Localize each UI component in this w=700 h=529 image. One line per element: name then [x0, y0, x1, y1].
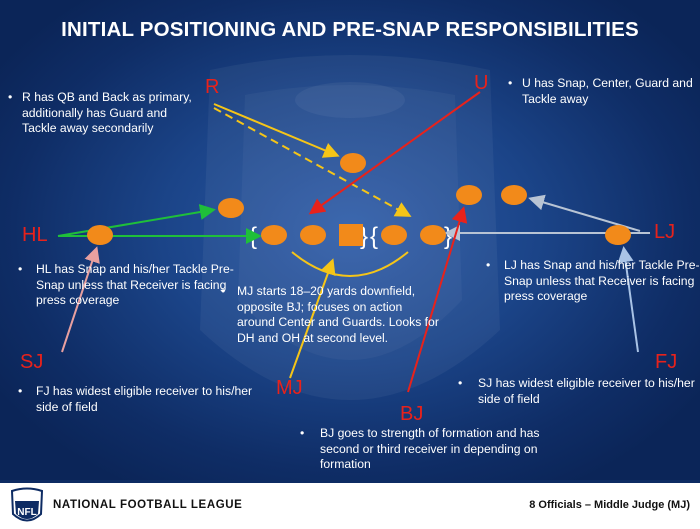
- footer: NFL NATIONAL FOOTBALL LEAGUE 8 Officials…: [0, 480, 700, 529]
- league-name: NATIONAL FOOTBALL LEAGUE: [53, 499, 243, 511]
- official-lj: LJ: [654, 221, 676, 243]
- player-quarterback: [340, 153, 366, 173]
- player-center: [339, 224, 363, 246]
- note-mj: •MJ starts 18–20 yards downfield, opposi…: [221, 284, 439, 345]
- official-sj: SJ: [20, 351, 44, 373]
- player-guard-right: [381, 225, 407, 245]
- mj-arrow: [289, 258, 336, 379]
- player-wide-left: [87, 225, 113, 245]
- player-slot-right-1: [456, 185, 482, 205]
- offense-players: [87, 153, 631, 246]
- r-arrow-dashed: [213, 107, 412, 217]
- mj-zone-arc: [291, 251, 409, 277]
- player-tackle-right: [420, 225, 446, 245]
- player-slot-left: [218, 198, 244, 218]
- bracket-mid-right: {: [370, 223, 378, 250]
- official-mj: MJ: [276, 377, 303, 399]
- fj-arrow: [617, 246, 639, 353]
- note-lj: •LJ has Snap and his/her Tackle Pre-Snap…: [486, 258, 700, 304]
- official-r: R: [205, 76, 220, 98]
- player-guard-left: [300, 225, 326, 245]
- bj-arrow: [407, 206, 468, 393]
- official-hl: HL: [22, 224, 48, 246]
- player-slot-right-2: [501, 185, 527, 205]
- player-wide-right: [605, 225, 631, 245]
- note-sj: •SJ has widest eligible receiver to his/…: [458, 376, 695, 406]
- note-hl: •HL has Snap and his/her Tackle Pre-Snap…: [18, 262, 234, 308]
- page-title: INITIAL POSITIONING AND PRE-SNAP RESPONS…: [61, 18, 639, 41]
- slide-subtitle: 8 Officials – Middle Judge (MJ): [529, 499, 690, 511]
- r-arrow-solid: [213, 103, 340, 158]
- note-r: •R has QB and Back as primary, additiona…: [8, 90, 192, 136]
- note-fj: •FJ has widest eligible receiver to his/…: [18, 384, 253, 414]
- note-bj: •BJ goes to strength of formation and ha…: [300, 426, 540, 472]
- u-arrow: [308, 91, 481, 215]
- official-bj: BJ: [400, 403, 424, 425]
- hl-arrow-upper: [57, 204, 216, 237]
- nfl-shield-icon: NFL: [10, 487, 44, 522]
- formation-diagram: { } { }: [57, 91, 650, 393]
- sj-arrow: [61, 246, 100, 353]
- player-tackle-left: [261, 225, 287, 245]
- svg-text:NFL: NFL: [17, 507, 36, 518]
- bracket-mid-left: }: [360, 223, 368, 250]
- note-u: •U has Snap, Center, Guard and Tackle aw…: [508, 76, 693, 106]
- official-u: U: [474, 72, 489, 94]
- slide: INITIAL POSITIONING AND PRE-SNAP RESPONS…: [0, 0, 700, 480]
- official-fj: FJ: [655, 351, 678, 373]
